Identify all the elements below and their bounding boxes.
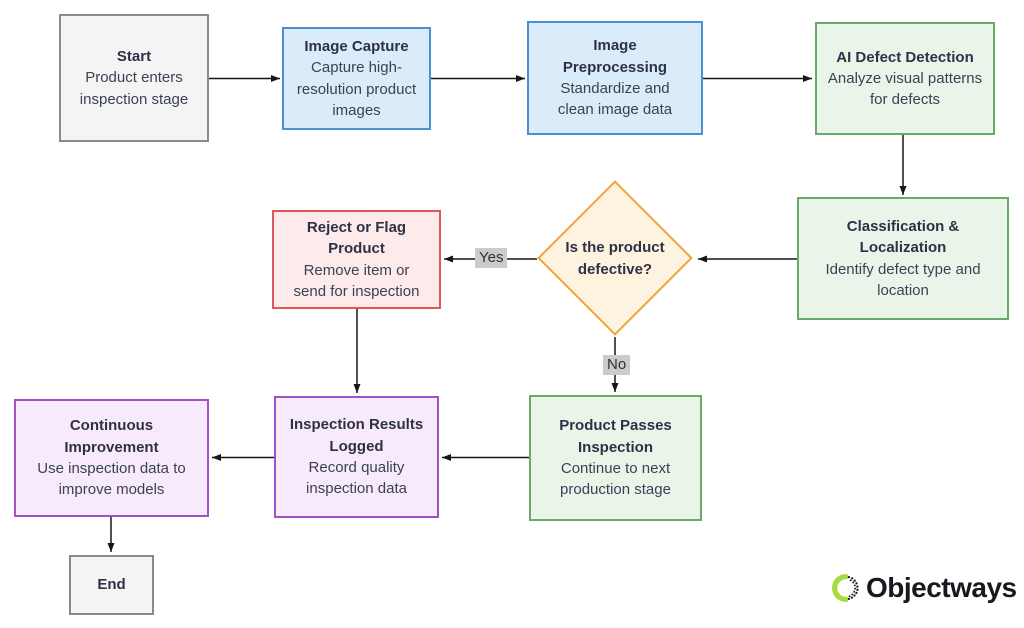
edge-label-yes: Yes [475,248,508,268]
node-decision-title: Is the product defective? [565,239,665,278]
edge-label-no: No [603,355,631,375]
node-classification-localization-desc: Identify defect type and location [825,260,981,299]
node-image-preprocessing-title: Image Preprocessing [562,37,668,76]
node-product-passes-desc: Continue to next production stage [560,460,671,499]
node-ai-defect-detection-desc: Analyze visual patterns for defects [827,69,983,109]
node-end: End [69,555,154,615]
node-image-preprocessing-desc: Standardize and clean image data [557,80,673,119]
node-continuous-improvement: Continuous Improvement Use inspection da… [14,399,209,517]
node-classification-localization: Classification & Localization Identify d… [797,197,1009,320]
node-reject-flag: Reject or Flag Product Remove item or se… [272,210,441,309]
node-classification-localization-title: Classification & Localization [846,217,960,257]
node-inspection-results-desc: Record quality inspection data [306,459,407,498]
node-ai-defect-detection-title: AI Defect Detection [836,48,974,66]
logo-text: Objectways [866,572,1017,603]
node-product-passes-title: Product Passes Inspection [559,417,672,456]
node-inspection-results-title: Inspection Results Logged [289,416,424,455]
node-reject-flag-desc: Remove item or send for inspection [293,261,420,300]
node-end-title: End [97,576,126,594]
node-image-preprocessing: Image Preprocessing Standardize and clea… [527,21,703,135]
node-inspection-results: Inspection Results Logged Record quality… [274,396,439,518]
node-image-capture-title: Image Capture [304,37,409,55]
node-reject-flag-title: Reject or Flag Product [306,218,407,258]
node-start-title: Start [116,48,152,66]
node-image-capture: Image Capture Capture high-resolution pr… [282,27,431,130]
node-ai-defect-detection: AI Defect Detection Analyze visual patte… [815,22,995,135]
node-product-passes: Product Passes Inspection Continue to ne… [529,395,702,521]
node-start-desc: Product enters inspection stage [79,69,189,108]
objectways-logo-icon [832,574,859,602]
node-start: Start Product enters inspection stage [59,14,209,142]
node-continuous-improvement-title: Continuous Improvement [64,417,159,456]
node-continuous-improvement-desc: Use inspection data to improve models [37,460,186,499]
node-image-capture-desc: Capture high-resolution product images [296,59,417,119]
logo: Objectways [832,569,1017,607]
